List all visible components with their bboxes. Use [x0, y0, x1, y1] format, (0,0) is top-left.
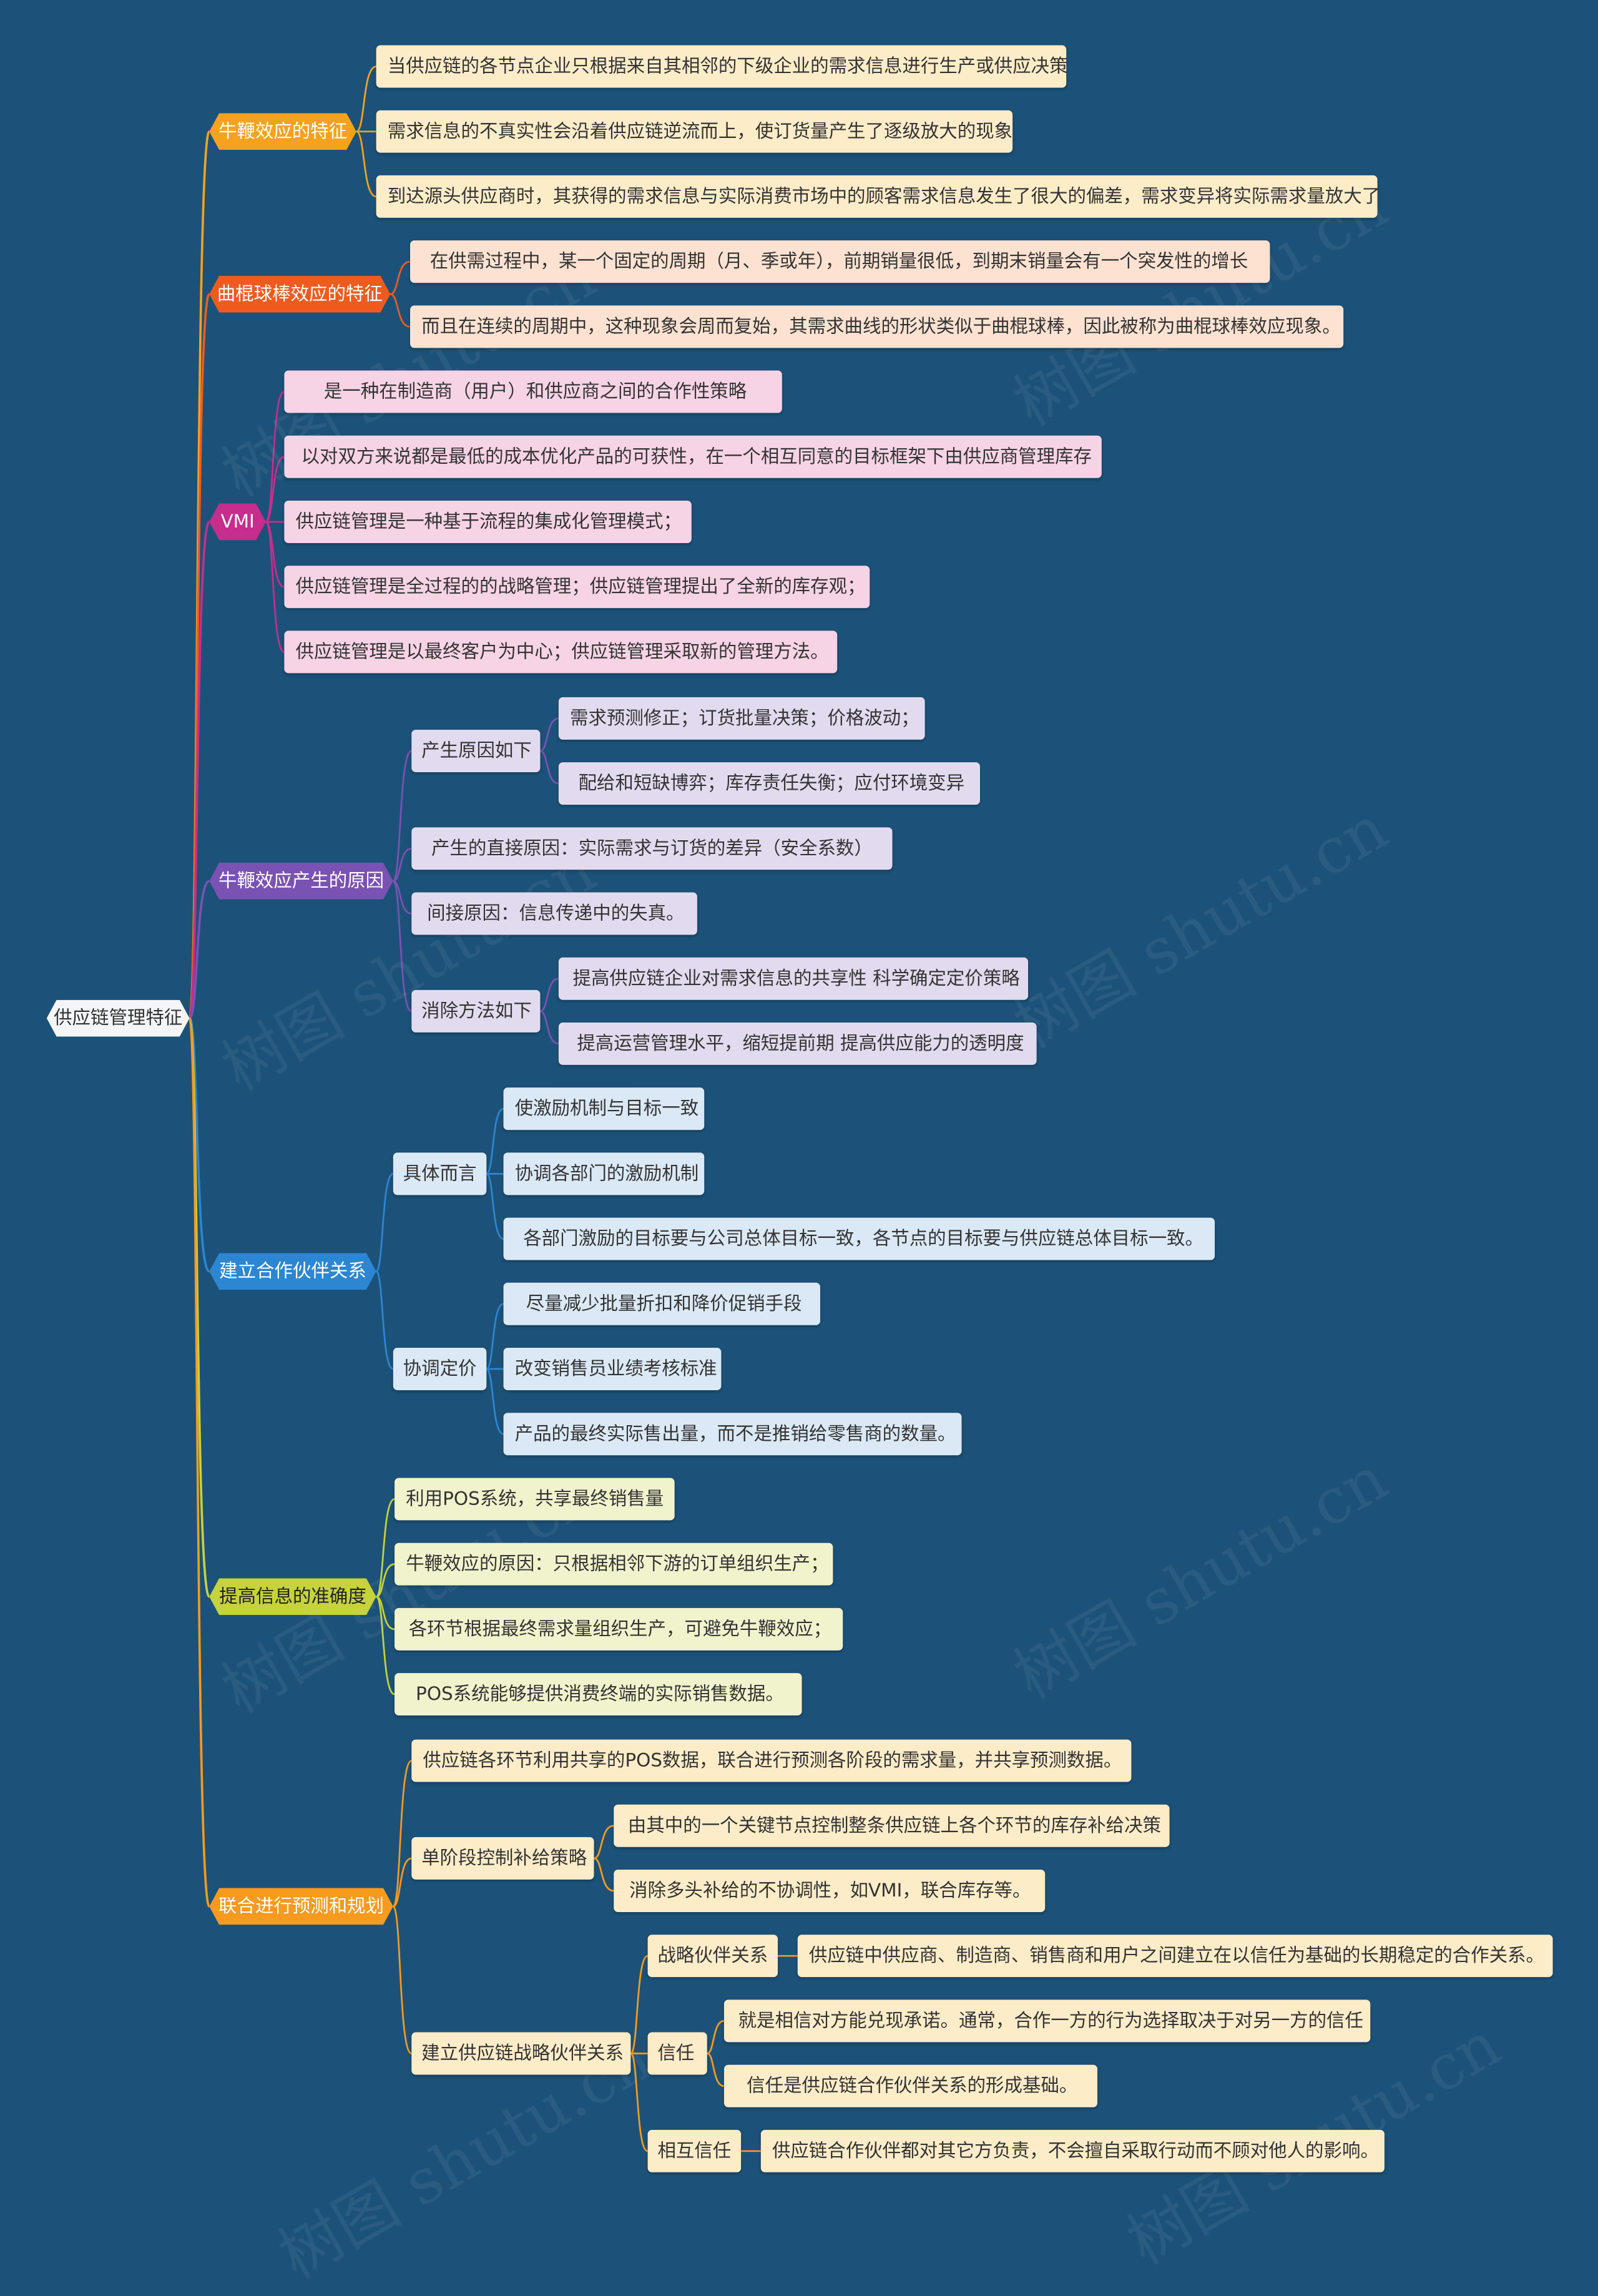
- leaf-method-1[interactable]: 提高供应链企业对需求信息的共享性 科学确定定价策略: [558, 957, 1029, 1000]
- leaf-specific-2[interactable]: 协调各部门的激励机制: [503, 1152, 705, 1195]
- node-pricing[interactable]: 协调定价: [393, 1348, 487, 1390]
- connector: [188, 880, 210, 1019]
- leaf-b6-4[interactable]: POS系统能够提供消费终端的实际销售数据。: [395, 1673, 802, 1716]
- node-trust[interactable]: 信任: [647, 2032, 707, 2075]
- connector: [188, 521, 211, 1019]
- leaf-cause-2[interactable]: 配给和短缺博弈；库存责任失衡；应付环境变异: [558, 762, 980, 805]
- connector: [376, 1563, 395, 1598]
- branch-hockey-stick-features[interactable]: 曲棍球棒效应的特征: [209, 276, 390, 313]
- leaf-single-2[interactable]: 消除多头补给的不协调性，如VMI，联合库存等。: [614, 1869, 1046, 1912]
- leaf-b3-5[interactable]: 供应链管理是以最终客户为中心；供应链管理采取新的管理方法。: [284, 630, 838, 674]
- leaf-direct-cause[interactable]: 产生的直接原因：实际需求与订货的差异（安全系数）: [411, 827, 893, 870]
- leaf-specific-1[interactable]: 使激励机制与目标一致: [503, 1087, 705, 1131]
- connector-lines: [188, 66, 798, 2152]
- connector: [392, 880, 412, 1013]
- mind-map: 树图 shutu.cn 树图 shutu.cn 树图 shutu.cn 树图 s…: [0, 45, 1553, 2294]
- connector: [356, 66, 377, 133]
- connector: [375, 1498, 395, 1598]
- connector: [393, 847, 412, 882]
- branch-vmi[interactable]: VMI: [209, 504, 266, 541]
- leaf-b3-4[interactable]: 供应链管理是全过程的的战略管理；供应链管理提出了全新的库存观；: [284, 566, 870, 609]
- connector: [594, 1825, 614, 1860]
- node-mutual-trust[interactable]: 相互信任: [647, 2129, 742, 2172]
- branch-bullwhip-causes[interactable]: 牛鞭效应产生的原因: [209, 863, 393, 900]
- connector: [392, 1905, 412, 2054]
- connector: [265, 456, 285, 523]
- leaf-b2-1[interactable]: 在供需过程中，某一个固定的周期（月、季或年），前期销量很低，到期末销量会有一个突…: [409, 240, 1270, 283]
- root-node[interactable]: 供应链管理特征: [47, 1000, 190, 1037]
- leaf-specific-3[interactable]: 各部门激励的目标要与公司总体目标一致，各节点的目标要与供应链总体目标一致。: [503, 1217, 1215, 1260]
- leaf-b2-2[interactable]: 而且在连续的周期中，这种现象会周而复始，其需求曲线的形状类似于曲棍球棒，因此被称…: [409, 305, 1344, 348]
- connector: [390, 260, 411, 295]
- connector: [707, 2053, 725, 2087]
- node-elimination[interactable]: 消除方法如下: [411, 989, 541, 1033]
- leaf-mutual-trust[interactable]: 供应链合作伙伴都对其它方负责，不会擅自采取行动而不顾对他人的影响。: [760, 2129, 1385, 2172]
- leaf-b6-1[interactable]: 利用POS系统，共享最终销售量: [395, 1478, 675, 1521]
- node-specifically[interactable]: 具体而言: [393, 1152, 487, 1195]
- connector: [594, 1857, 614, 1892]
- connector: [486, 1303, 504, 1370]
- leaf-b6-2[interactable]: 牛鞭效应的原因：只根据相邻下游的订单组织生产；: [395, 1543, 833, 1586]
- branch-information-accuracy[interactable]: 提高信息的准确度: [209, 1578, 376, 1615]
- leaf-pricing-3[interactable]: 产品的最终实际售出量，而不是推销给零售商的数量。: [503, 1413, 962, 1456]
- connector: [486, 1368, 504, 1435]
- connector: [392, 1760, 412, 1908]
- branch-joint-forecasting[interactable]: 联合进行预测和规划: [209, 1888, 393, 1925]
- branch-partnership[interactable]: 建立合作伙伴关系: [209, 1253, 376, 1290]
- leaf-b3-3[interactable]: 供应链管理是一种基于流程的集成化管理模式；: [284, 500, 692, 543]
- connector: [356, 130, 377, 198]
- leaf-cause-1[interactable]: 需求预测修正；订货批量决策；价格波动；: [558, 697, 925, 740]
- node-strategic-partner[interactable]: 战略伙伴关系: [647, 1935, 778, 1978]
- connector: [393, 880, 412, 915]
- connector: [265, 521, 285, 653]
- leaf-b1-2[interactable]: 需求信息的不真实性会沿着供应链逆流而上，使订货量产生了逐级放大的现象: [376, 110, 1012, 153]
- leaf-b3-1[interactable]: 是一种在制造商（用户）和供应商之间的合作性策略: [284, 370, 782, 413]
- leaf-b1-1[interactable]: 当供应链的各节点企业只根据来自其相邻的下级企业的需求信息进行生产或供应决策: [376, 45, 1067, 88]
- connector: [375, 1596, 395, 1695]
- connector: [630, 1955, 649, 2054]
- connector: [393, 1857, 412, 1908]
- connector: [539, 750, 559, 785]
- leaf-pos-forecast[interactable]: 供应链各环节利用共享的POS数据，联合进行预测各阶段的需求量，并共享预测数据。: [411, 1739, 1132, 1782]
- connector: [375, 1173, 394, 1273]
- connector: [188, 1017, 211, 1908]
- connector: [188, 1017, 211, 1273]
- leaf-b6-3[interactable]: 各环节根据最终需求量组织生产，可避免牛鞭效应；: [395, 1607, 843, 1651]
- node-causes[interactable]: 产生原因如下: [411, 729, 541, 772]
- leaf-method-2[interactable]: 提高运营管理水平，缩短提前期 提高供应能力的透明度: [558, 1022, 1037, 1065]
- connector: [630, 2053, 649, 2152]
- connector: [375, 1270, 394, 1370]
- connector: [707, 2020, 725, 2054]
- leaf-pricing-1[interactable]: 尽量减少批量折扣和降价促销手段: [503, 1282, 820, 1325]
- connector: [539, 717, 559, 752]
- node-single-stage[interactable]: 单阶段控制补给策略: [411, 1837, 594, 1880]
- node-strategic-partnership[interactable]: 建立供应链战略伙伴关系: [411, 2032, 631, 2075]
- branch-bullwhip-features[interactable]: 牛鞭效应的特征: [209, 113, 356, 150]
- connector: [376, 1596, 395, 1631]
- connector: [539, 978, 559, 1013]
- leaf-trust-2[interactable]: 信任是供应链合作伙伴关系的形成基础。: [723, 2064, 1098, 2107]
- leaf-pricing-2[interactable]: 改变销售员业绩考核标准: [503, 1348, 722, 1390]
- leaf-indirect-cause[interactable]: 间接原因：信息传递中的失真。: [411, 892, 697, 935]
- leaf-b3-2[interactable]: 以对双方来说都是最低的成本优化产品的可获性，在一个相互同意的目标框架下由供应商管…: [284, 435, 1102, 478]
- leaf-partner[interactable]: 供应链中供应商、制造商、销售商和用户之间建立在以信任为基础的长期稳定的合作关系。: [797, 1935, 1553, 1978]
- leaf-trust-1[interactable]: 就是相信对方能兑现承诺。通常，合作一方的行为选择取决于对另一方的信任: [723, 1999, 1371, 2043]
- connector: [392, 750, 412, 882]
- connector: [486, 1107, 504, 1175]
- connector: [539, 1010, 559, 1045]
- leaf-b1-3[interactable]: 到达源头供应商时，其获得的需求信息与实际消费市场中的顾客需求信息发生了很大的偏差…: [376, 175, 1380, 218]
- connector: [390, 293, 411, 328]
- leaf-single-1[interactable]: 由其中的一个关键节点控制整条供应链上各个环节的库存补给决策: [614, 1804, 1170, 1847]
- connector: [486, 1173, 504, 1240]
